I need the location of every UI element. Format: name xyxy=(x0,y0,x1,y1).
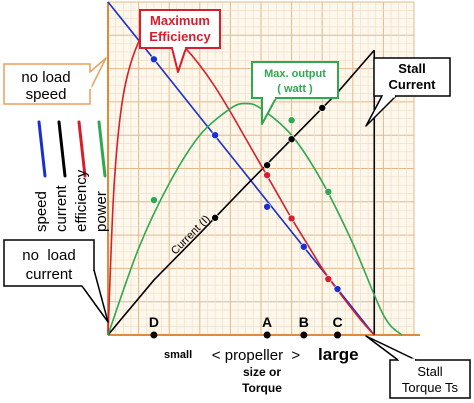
series-current-marker xyxy=(287,135,296,143)
series-power-marker xyxy=(150,196,158,204)
series-efficiency-marker xyxy=(287,214,296,223)
series-efficiency-marker xyxy=(324,275,333,283)
legend-efficiency-label: efficiency xyxy=(73,169,90,232)
series-speed-marker xyxy=(211,131,219,139)
x-point-label-B: B xyxy=(299,314,309,330)
max-efficiency-callout: Maximum Efficiency xyxy=(139,9,221,73)
legend-current-swatch xyxy=(57,120,67,178)
x-axis-middle-label: < propeller > xyxy=(212,347,301,364)
series-speed-marker xyxy=(263,202,271,211)
no-load-speed-callout: no load speed xyxy=(3,57,107,105)
series-efficiency-line xyxy=(107,24,375,336)
series-power-line xyxy=(107,102,403,336)
legend-current-label: current xyxy=(53,184,70,232)
x-point-label-D: D xyxy=(149,314,159,330)
max-efficiency-line1: Maximum xyxy=(150,13,210,28)
x-axis-large-label: large xyxy=(318,345,359,364)
no-load-current-line1: no load xyxy=(22,247,75,264)
legend-power-swatch xyxy=(97,120,107,178)
no-load-current-line2: current xyxy=(26,266,74,283)
legend-efficiency-swatch xyxy=(77,120,87,178)
x-axis-size-label: size or xyxy=(243,365,281,379)
stall-current-line1: Stall xyxy=(398,61,425,76)
no-load-speed-line2: speed xyxy=(26,86,67,103)
series-power-marker xyxy=(324,188,333,196)
legend-power-label: power xyxy=(93,191,110,232)
legend-speed-label: speed xyxy=(33,191,50,232)
stall-current-callout: Stall Current xyxy=(365,57,451,127)
max-efficiency-line2: Efficiency xyxy=(149,29,211,44)
max-output-callout: Max. output ( watt ) xyxy=(251,61,339,125)
x-point-label-C: C xyxy=(332,314,342,330)
x-point-marker-C xyxy=(334,331,341,339)
series-power-marker xyxy=(287,116,296,125)
x-axis-small-label: small xyxy=(164,349,192,361)
x-point-marker-A xyxy=(263,331,271,339)
series-current-marker xyxy=(263,161,271,169)
max-output-line1: Max. output xyxy=(264,68,326,80)
stall-current-line2: Current xyxy=(389,77,437,92)
x-axis-torque-label: Torque xyxy=(242,381,282,395)
x-point-label-A: A xyxy=(262,314,272,330)
max-output-line2: ( watt ) xyxy=(277,83,313,95)
series-current-marker xyxy=(211,213,219,222)
no-load-speed-line1: no load xyxy=(21,69,70,86)
grid xyxy=(107,1,415,336)
stall-torque-line1: Stall xyxy=(417,364,442,379)
stall-torque-callout: Stall Torque Ts xyxy=(365,335,471,399)
stall-torque-line2: Torque Ts xyxy=(402,380,459,395)
series-speed-marker xyxy=(150,55,158,64)
x-point-marker-B xyxy=(300,331,308,339)
no-load-current-callout: no load current xyxy=(3,239,109,323)
series-speed-marker xyxy=(333,285,342,293)
x-point-marker-D xyxy=(150,331,158,339)
legend-speed-swatch xyxy=(37,120,47,178)
series-efficiency-marker xyxy=(263,171,271,179)
series-speed-marker xyxy=(300,242,308,251)
series-current-marker xyxy=(318,104,327,112)
